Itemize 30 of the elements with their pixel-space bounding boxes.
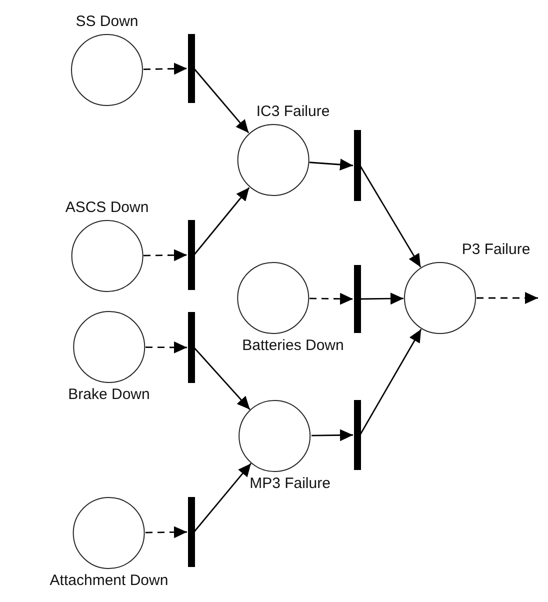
arrow	[360, 292, 404, 305]
place-label: Brake Down	[68, 385, 150, 405]
transition-bar	[188, 312, 194, 383]
arrow	[359, 165, 422, 268]
place-label: MP3 Failure	[250, 474, 330, 494]
arrow	[309, 158, 354, 171]
transition-bar	[354, 130, 360, 201]
arrow	[359, 328, 422, 436]
place-label: Attachment Down	[50, 571, 168, 591]
place-label: Batteries Down	[242, 336, 344, 356]
transition-bar	[188, 497, 194, 567]
arrow	[193, 347, 250, 410]
arrow	[193, 68, 250, 134]
arrow	[146, 341, 187, 354]
place-label: SS Down	[76, 12, 138, 32]
place-label: IC3 Failure	[256, 102, 330, 122]
arrow	[309, 292, 353, 305]
arrow	[193, 463, 252, 532]
transition-bar	[354, 265, 360, 333]
arrow	[145, 526, 187, 538]
transition-bar	[188, 34, 194, 103]
place-label: ASCS Down	[65, 198, 149, 218]
arrow	[476, 292, 538, 304]
arrow	[311, 429, 353, 442]
arrow	[143, 249, 187, 262]
arrow	[193, 187, 250, 256]
transition-bar	[188, 220, 194, 290]
arrow	[143, 62, 188, 75]
transition-bar	[354, 400, 360, 470]
place-label: P3 Failure	[462, 240, 530, 260]
